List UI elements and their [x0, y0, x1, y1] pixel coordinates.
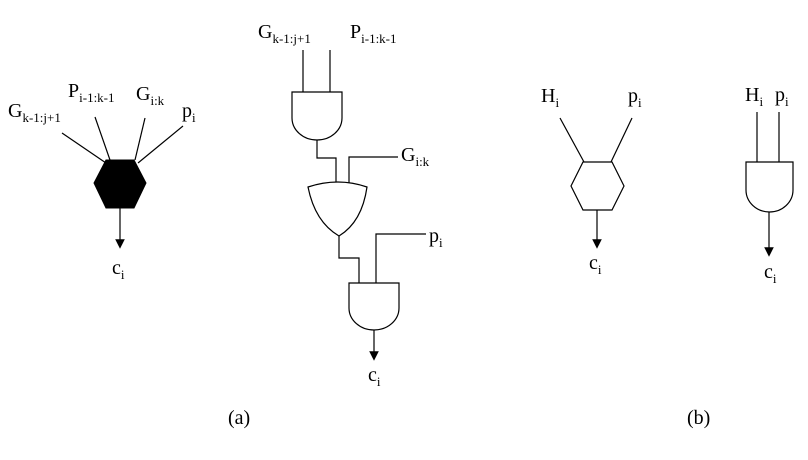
wire-or-to-and2	[338, 236, 360, 283]
single-and-group: Hi pi ci	[745, 84, 794, 286]
label-c-i-hex: ci	[589, 252, 602, 277]
label-g-ik-gates: Gi:k	[401, 144, 430, 169]
label-p-i-left: pi	[182, 100, 196, 125]
wire-p-i-hex	[610, 117, 633, 163]
wire-g-ik	[134, 117, 146, 161]
wire-p-i-to-and2	[375, 233, 426, 283]
label-g-k-j1-left: Gk-1:j+1	[8, 100, 61, 125]
wire-g-ik-to-or	[348, 156, 398, 184]
label-p-i-and: pi	[775, 84, 789, 109]
and-gate-2	[348, 282, 400, 331]
open-hexagon-node	[570, 161, 625, 211]
wire-h-i-hex	[559, 117, 585, 163]
label-g-ik-left: Gi:k	[136, 83, 165, 108]
filled-hex-node-group: Gk-1:j+1 Pi-1:k-1 Gi:k pi ci	[8, 80, 196, 282]
open-hex-node-group: Hi pi ci	[541, 85, 642, 277]
label-h-i-and: Hi	[745, 84, 763, 109]
gate-chain-group: Gk-1:j+1 Pi-1:k-1 Gi:k pi ci	[258, 21, 443, 389]
caption-a: (a)	[228, 407, 250, 429]
wire-and1-to-or	[316, 140, 337, 184]
label-c-i-gates: ci	[368, 364, 381, 389]
label-p-i-gates: pi	[429, 225, 443, 250]
label-p-i-hex: pi	[628, 85, 642, 110]
label-h-i-hex: Hi	[541, 85, 559, 110]
label-c-i-and: ci	[764, 261, 777, 286]
and-gate-1	[291, 91, 343, 141]
wire-g-k-j1	[61, 132, 107, 164]
wire-p-i1-k1	[94, 116, 111, 161]
and-gate-single	[745, 161, 794, 213]
filled-hexagon-node	[93, 159, 147, 209]
or-gate	[307, 181, 368, 237]
label-g-k-j1-gates: Gk-1:j+1	[258, 21, 311, 46]
label-p-i1-k1-left: Pi-1:k-1	[68, 80, 115, 105]
wire-p-i	[137, 125, 184, 164]
caption-b: (b)	[687, 407, 710, 429]
label-c-i-left: ci	[112, 257, 125, 282]
label-p-i1-k1-gates: Pi-1:k-1	[350, 21, 397, 46]
